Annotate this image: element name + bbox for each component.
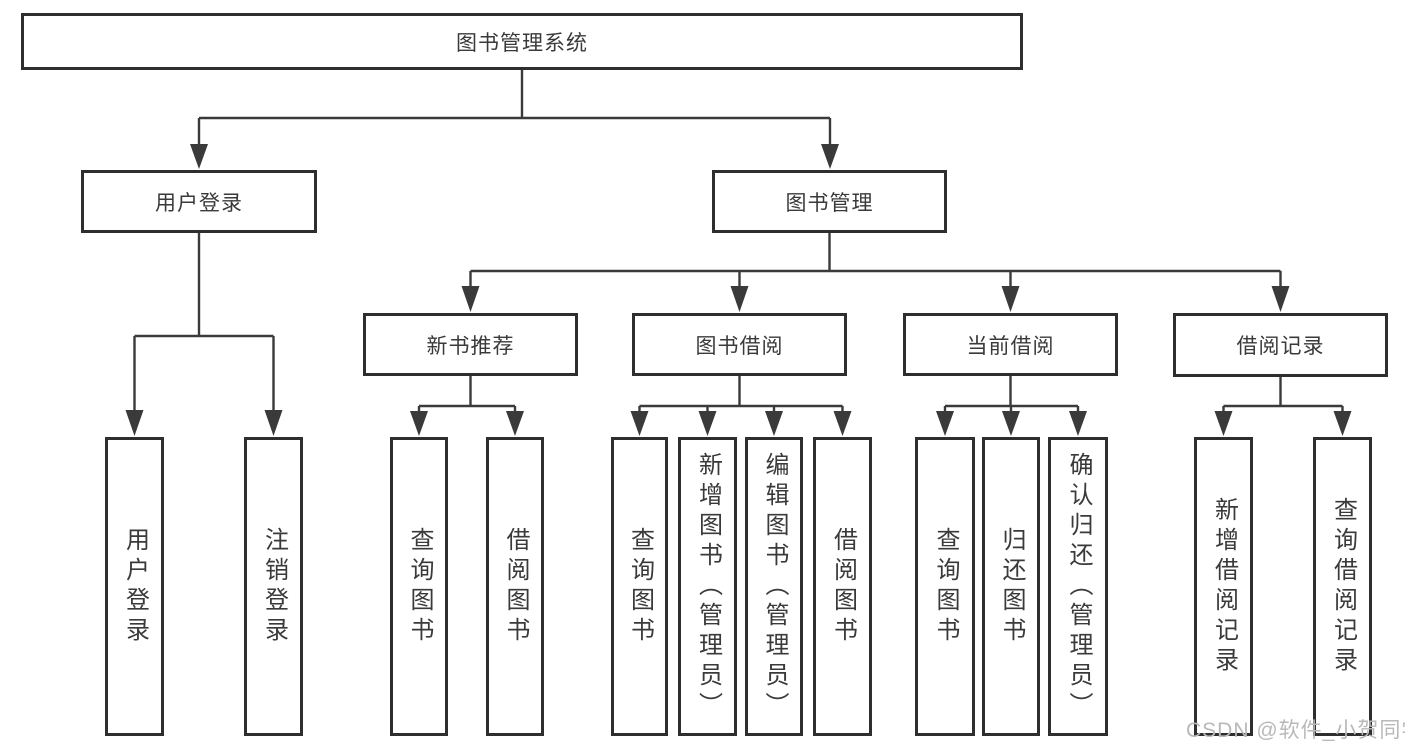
- leaf-borrow-books-2: 借阅图书: [813, 437, 872, 736]
- leaf-edit-books-admin: 编辑图书（管理员）: [745, 437, 803, 736]
- connector-new-books-children: [410, 376, 524, 436]
- node-user-login: 用户登录: [81, 170, 317, 233]
- arrowhead-icon: [506, 411, 524, 436]
- arrowhead-icon: [765, 411, 783, 436]
- connector-book-mgmt-sections: [461, 233, 1290, 312]
- node-library-management-system: 图书管理系统: [21, 13, 1023, 70]
- leaf-user-login: 用户登录: [105, 437, 164, 736]
- leaf-add-books-admin: 新增图书（管理员）: [678, 437, 737, 736]
- connector-borrow-records-children: [1214, 377, 1352, 436]
- arrowhead-icon: [1214, 411, 1233, 436]
- node-book-management: 图书管理: [712, 170, 947, 233]
- node-book-borrow: 图书借阅: [632, 313, 847, 376]
- arrowhead-icon: [630, 411, 649, 436]
- connector-book-borrow-children: [630, 376, 852, 436]
- arrowhead-icon: [190, 144, 208, 169]
- csdn-watermark: CSDN @软件_小贺同学: [1186, 719, 1405, 742]
- leaf-query-borrow-record: 查询借阅记录: [1313, 437, 1372, 736]
- leaf-return-books: 归还图书: [982, 437, 1040, 736]
- arrowhead-icon: [410, 411, 428, 436]
- arrowhead-icon: [698, 411, 717, 436]
- leaf-confirm-return-admin: 确认归还（管理员）: [1048, 437, 1108, 736]
- connector-current-borrow-children: [936, 376, 1087, 436]
- arrowhead-icon: [833, 411, 852, 436]
- node-borrow-records: 借阅记录: [1173, 313, 1388, 377]
- leaf-logout: 注销登录: [244, 437, 303, 736]
- node-current-borrow: 当前借阅: [903, 313, 1118, 376]
- connector-root-branches: [190, 70, 839, 169]
- arrowhead-icon: [1001, 286, 1020, 312]
- node-new-book-recommend: 新书推荐: [363, 313, 578, 376]
- connector-user-login-children: [125, 233, 283, 436]
- arrowhead-icon: [1069, 411, 1087, 436]
- arrowhead-icon: [264, 410, 283, 436]
- arrowhead-icon: [936, 411, 954, 436]
- arrowhead-icon: [1333, 411, 1352, 436]
- arrowhead-icon: [1271, 286, 1290, 312]
- arrowhead-icon: [1002, 411, 1020, 436]
- arrowhead-icon: [821, 144, 839, 169]
- arrowhead-icon: [461, 286, 480, 312]
- leaf-query-books-2: 查询图书: [611, 437, 668, 736]
- leaf-add-borrow-record: 新增借阅记录: [1194, 437, 1253, 736]
- arrowhead-icon: [125, 410, 144, 436]
- arrowhead-icon: [730, 286, 749, 312]
- leaf-query-books-3: 查询图书: [915, 437, 975, 736]
- leaf-query-books-1: 查询图书: [390, 437, 448, 736]
- leaf-borrow-books-1: 借阅图书: [486, 437, 544, 736]
